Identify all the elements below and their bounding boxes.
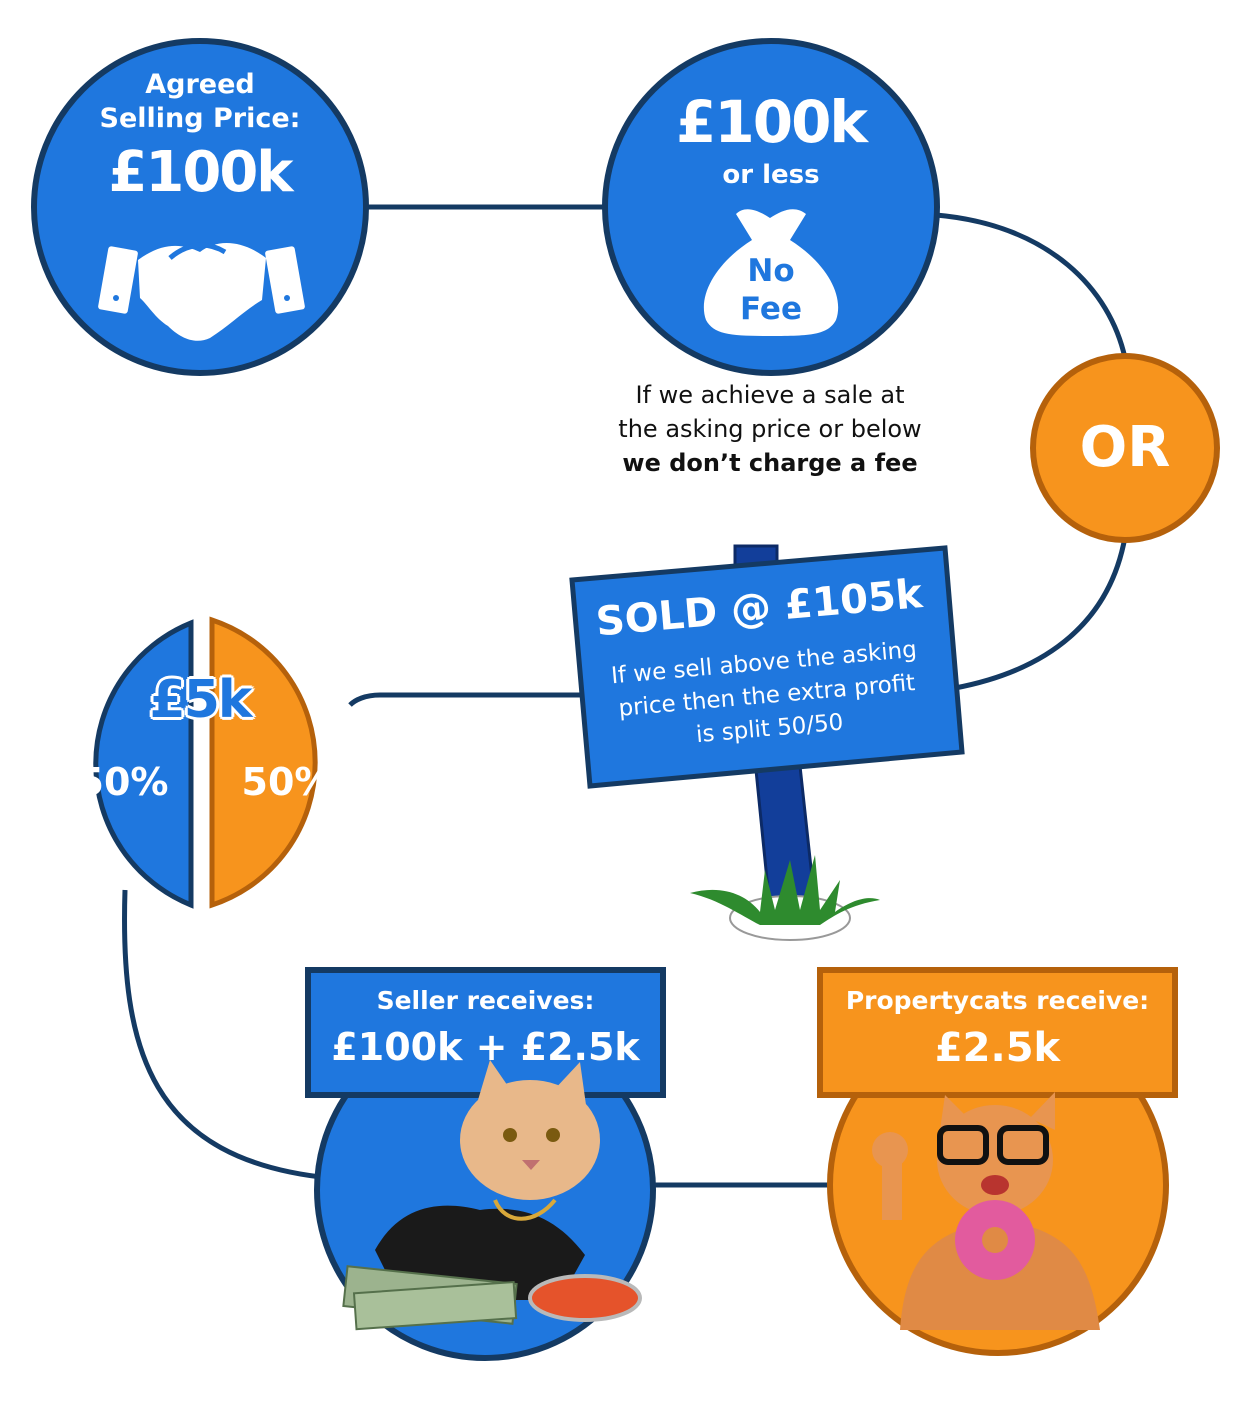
step2-caption: If we achieve a sale at the asking price… (575, 378, 965, 480)
seller-label-box (305, 967, 666, 1098)
bag-line2: Fee (740, 291, 802, 327)
split-right-half (209, 616, 318, 909)
caption-line3: we don’t charge a fee (622, 449, 918, 477)
split-right-percent: 50% (241, 760, 333, 804)
agent-amount: £2.5k (934, 1025, 1061, 1071)
caption-line1: If we achieve a sale at (635, 381, 905, 409)
split-left-half (93, 619, 194, 909)
grass-icon (690, 855, 880, 941)
rich-cat-illustration (342, 1060, 642, 1331)
money-bag-icon (703, 209, 839, 336)
sign-text: SOLD @ £105k If we sell above the asking… (572, 559, 958, 790)
or-circle (1030, 353, 1220, 543)
step1-label: Agreed Selling Price: (60, 68, 340, 136)
caption-line2: the asking price or below (618, 415, 922, 443)
connector-curve (935, 212, 1128, 359)
step2-subtitle: or less (722, 160, 820, 190)
step1-label-line1: Agreed (145, 69, 255, 100)
sign-description: If we sell above the asking price then t… (578, 631, 955, 762)
seller-amount: £100k + £2.5k (331, 1025, 640, 1069)
connector-curve (954, 536, 1128, 691)
step1-label-line2: Selling Price: (99, 103, 301, 134)
split-left-percent: 50% (77, 760, 169, 804)
or-label: OR (1079, 415, 1171, 480)
bag-line1: No (747, 253, 795, 289)
step2-amount: £100k (676, 88, 868, 156)
connector-line (348, 692, 585, 707)
step2-circle (602, 38, 940, 376)
connector-curve (122, 889, 331, 1181)
split-amount: £5k (149, 670, 253, 730)
no-fee-label: No Fee (720, 252, 822, 328)
sign-board (569, 545, 965, 789)
step1-amount: £100k (108, 140, 293, 205)
seller-label: Seller receives: (376, 986, 595, 1015)
agent-label-box (817, 967, 1178, 1098)
agent-label: Propertycats receive: (845, 986, 1150, 1015)
handshake-icon (98, 242, 305, 341)
happy-cat-illustration (872, 1092, 1100, 1330)
